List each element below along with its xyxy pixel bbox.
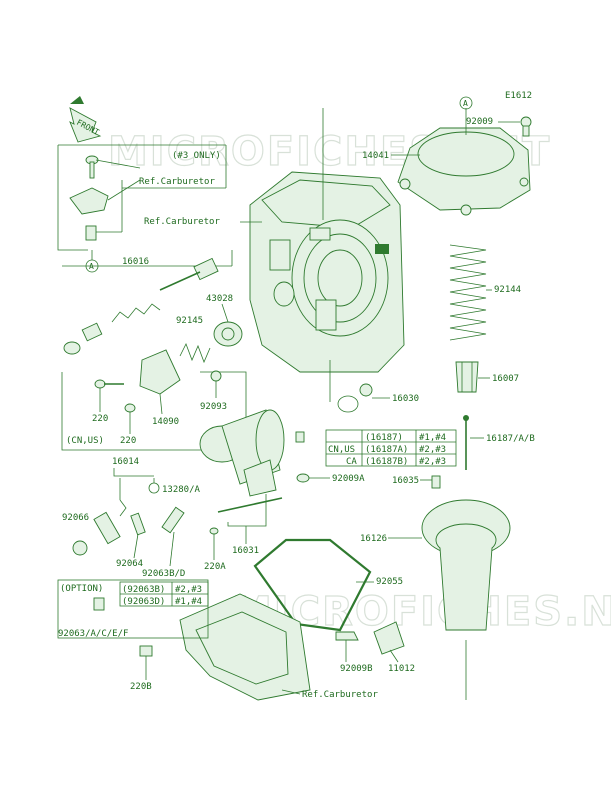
label-option: (OPTION)	[60, 584, 103, 594]
o-ring-92093	[210, 370, 222, 382]
label-92093: 92093	[200, 402, 227, 412]
svg-text:(16187B): (16187B)	[365, 457, 408, 467]
label-16030: 16030	[392, 394, 419, 404]
label-ref-carburetor-2: Ref.Carburetor	[144, 217, 220, 227]
svg-text:CN,US: CN,US	[328, 445, 355, 455]
o-ring-16030	[337, 395, 359, 413]
screw-220A	[209, 527, 219, 535]
cover-14090	[139, 349, 181, 395]
svg-text:#1,#4: #1,#4	[419, 433, 446, 443]
screw-92009b	[335, 631, 359, 641]
group-link-bracket	[57, 144, 227, 251]
plug-11012	[373, 621, 405, 655]
label-16007: 16007	[492, 374, 519, 384]
svg-text:(92063D): (92063D)	[122, 597, 165, 607]
svg-text:#1,#4: #1,#4	[175, 597, 202, 607]
label-92063bd: 92063B/D	[142, 569, 185, 579]
front-arrow-icon: FRONT	[69, 96, 102, 143]
group-16016	[62, 250, 233, 355]
label-16126: 16126	[360, 534, 387, 544]
label-14090: 14090	[152, 417, 179, 427]
rod-16031	[217, 497, 283, 513]
label-92066: 92066	[62, 513, 89, 523]
label-92145: 92145	[176, 316, 203, 326]
bracket-16014	[113, 468, 154, 477]
svg-text:A: A	[463, 99, 468, 108]
carburetor-body	[240, 108, 405, 402]
label-220-b: 220	[120, 436, 136, 446]
pilot-screw	[93, 511, 121, 545]
label-16016: 16016	[122, 257, 149, 267]
svg-text:A: A	[89, 262, 94, 271]
jet-92063bd	[161, 506, 185, 534]
callout-a-right	[459, 96, 473, 110]
label-92009: 92009	[466, 117, 493, 127]
label-92064: 92064	[116, 559, 143, 569]
intake-holder	[199, 409, 285, 497]
svg-text:(16187): (16187)	[365, 433, 403, 443]
cap-92066	[72, 540, 88, 556]
label-16035: 16035	[392, 476, 419, 486]
label-ref-carburetor-3: Ref.Carburetor	[302, 690, 378, 700]
svg-text:#2,#3: #2,#3	[175, 585, 202, 595]
vacuum-piston-16126	[421, 499, 511, 700]
label-16031: 16031	[232, 546, 259, 556]
label-13280: 13280/A	[162, 485, 201, 495]
label-cn-us: (CN,US)	[66, 436, 104, 446]
label-11012: 11012	[388, 664, 415, 674]
svg-text:#2,#3: #2,#3	[419, 445, 446, 455]
table-16187	[325, 429, 457, 467]
label-3-only: (#3 ONLY)	[172, 151, 221, 161]
label-220-a: 220	[92, 414, 108, 424]
option-group	[57, 579, 209, 639]
label-16187-a-b: 16187/A/B	[486, 434, 535, 444]
jet-92064	[130, 512, 146, 536]
label-92144: 92144	[494, 285, 521, 295]
label-92009a: 92009A	[332, 474, 365, 484]
jet-needle-16187	[463, 415, 469, 470]
spring-92145	[179, 343, 211, 364]
svg-text:(92063B): (92063B)	[122, 585, 165, 595]
label-92055: 92055	[376, 577, 403, 587]
label-92009b: 92009B	[340, 664, 373, 674]
screw-220-b	[124, 403, 136, 413]
screw-92009a	[296, 473, 310, 483]
diagram-code: E1612	[505, 91, 532, 101]
svg-text:(16187A): (16187A)	[365, 445, 408, 455]
label-92063-a-c-e-f: 92063/A/C/E/F	[58, 629, 128, 639]
svg-text:CA: CA	[346, 457, 357, 467]
screw-220-a	[94, 379, 106, 389]
needle-holder-16007	[455, 361, 479, 393]
label-ref-carburetor-1: Ref.Carburetor	[139, 177, 215, 187]
jet-16035	[431, 475, 441, 489]
label-14041: 14041	[362, 151, 389, 161]
svg-text:#2,#3: #2,#3	[419, 457, 446, 467]
float-bowl	[139, 593, 311, 701]
label-220b: 220B	[130, 682, 152, 692]
label-16014: 16014	[112, 457, 139, 467]
label-220A: 220A	[204, 562, 226, 572]
spring-92144	[449, 244, 487, 341]
top-cover	[397, 108, 532, 216]
label-43028: 43028	[206, 294, 233, 304]
